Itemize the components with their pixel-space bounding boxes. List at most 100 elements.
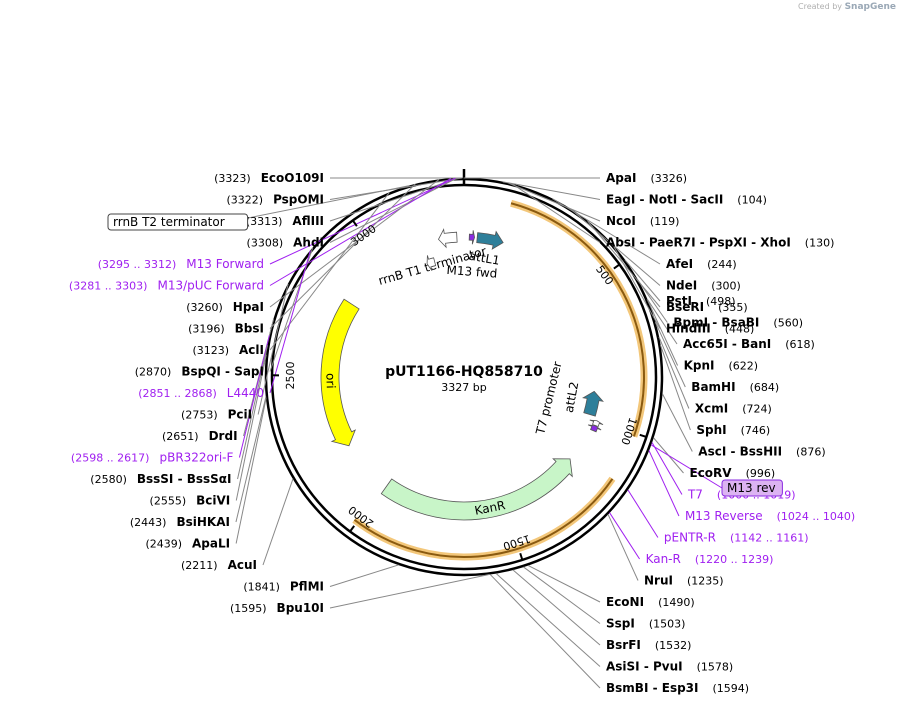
feature-orf-line [510, 202, 645, 437]
label-eagi: EagI - NotI - SacII [606, 193, 723, 207]
plasmid-size: 3327 bp [441, 381, 486, 394]
leader-line [508, 182, 601, 222]
label-sphi: SphI [696, 423, 726, 437]
label-sspi: SspI [606, 617, 635, 631]
label-bsssi: BssSI - BssSαI [137, 472, 232, 486]
tick-mark [352, 219, 358, 227]
pos-bseri: (355) [718, 301, 748, 314]
label-bsihkai: BsiHKAI [176, 515, 230, 529]
leader-line [523, 566, 601, 624]
leader-line [235, 354, 267, 501]
pos-pbr322ori-f: (2598 .. 2617) [71, 452, 150, 465]
feature-attl2 [582, 390, 604, 417]
leader-line [238, 335, 270, 458]
pos-acc65i: (618) [785, 338, 815, 351]
pos-kan-r: (1220 .. 1239) [695, 553, 774, 566]
pos-bsmbi: (1594) [712, 682, 749, 695]
pos-hindiii: (448) [725, 323, 755, 336]
feature-kan-span-line [353, 478, 614, 558]
label-absi: AbsI - PaeR7I - PspXI - XhoI [606, 236, 791, 250]
leader-line [235, 397, 267, 544]
label-ahdi: AhdI [293, 236, 324, 250]
label-hindiii: HindIII [666, 322, 711, 336]
leader-line [269, 179, 440, 308]
label-m13-reverse: M13 Reverse [685, 509, 763, 523]
pos-ecorv: (996) [746, 467, 776, 480]
label-bsmbi: BsmBI - Esp3I [606, 681, 698, 695]
pos-absi: (130) [805, 237, 835, 250]
leader-line [227, 185, 410, 223]
pos-econi: (1490) [658, 596, 695, 609]
pos-bpmi: (560) [773, 317, 803, 330]
feature-m13-rev-feat [587, 424, 602, 433]
leader-line [646, 298, 678, 345]
leader-line [502, 181, 601, 200]
leader-line [269, 183, 416, 329]
pos-bspqi: (2870) [135, 366, 172, 379]
leader-line [329, 564, 399, 587]
tick-mark [613, 263, 621, 270]
pos-pentr-r: (1142 .. 1161) [730, 532, 809, 545]
plasmid-name: pUT1166-HQ858710 [385, 364, 543, 380]
pos-bcivi: (2555) [150, 495, 187, 508]
leader-line [658, 336, 690, 409]
tick-label: 2500 [284, 361, 297, 389]
pos-sspi: (1503) [649, 618, 686, 631]
pos-hpai: (3260) [186, 301, 223, 314]
label-t7: T7 [687, 488, 703, 502]
label-xcmi: XcmI [695, 402, 728, 416]
leader-line [329, 573, 490, 609]
label-pcii: PciI [228, 408, 253, 422]
label-afei: AfeI [666, 257, 693, 271]
pos-bpu10i: (1595) [230, 602, 267, 615]
pos-l4440: (2851 .. 2868) [138, 387, 217, 400]
pos-kpni: (622) [728, 360, 758, 373]
leader-line [495, 573, 601, 667]
leader-line [650, 444, 723, 489]
tick-mark [349, 525, 355, 533]
label-m13-forward: M13 Forward [186, 257, 264, 271]
pos-pcii: (2753) [181, 409, 218, 422]
label-pflmi: PflMI [290, 580, 324, 594]
pos-aflIII: (3313) [246, 215, 283, 228]
tick-mark [639, 433, 647, 438]
pos-m13-reverse: (1024 .. 1040) [777, 510, 856, 523]
leader-line [257, 283, 289, 415]
pos-ndei: (300) [711, 280, 741, 293]
feature-ori [320, 298, 360, 447]
leader-line [654, 321, 686, 388]
leader-line [624, 259, 661, 302]
pos-acui: (2211) [181, 559, 218, 572]
leader-line [552, 198, 661, 265]
label-bpu10i: Bpu10I [277, 601, 324, 615]
leader-line [527, 564, 601, 603]
tick-label: 1000 [618, 416, 639, 447]
feature-m13-fwd [468, 230, 475, 245]
leader-line [235, 396, 267, 523]
label-acui: AcuI [228, 558, 257, 572]
leader-line [269, 192, 390, 351]
leader-line [647, 300, 679, 366]
label-nrui: NruI [644, 574, 673, 588]
label-bamhi: BamHI [691, 380, 735, 394]
label-m13-puc-forward: M13/pUC Forward [157, 279, 264, 293]
feature-label-attl2: attL2 [562, 381, 581, 414]
box-rrnb-t2-terminator [107, 213, 249, 231]
leader-line [329, 177, 459, 222]
feature-rrnb-t2 [426, 255, 437, 271]
leader-line [648, 450, 680, 517]
label-drdi: DrdI [209, 429, 238, 443]
leader-line [237, 345, 269, 480]
pos-asci: (876) [796, 446, 826, 459]
label-bsrfi: BsrFI [606, 638, 641, 652]
label-l4440: L4440 [227, 386, 264, 400]
feature-label-ori: ori [323, 373, 337, 389]
feature-label-attl1: attL1 [468, 249, 501, 268]
box-label-m13-rev: M13 rev [727, 481, 776, 495]
leader-line [609, 512, 640, 560]
label-ndei: NdeI [666, 279, 697, 293]
pos-ncoi: (119) [650, 215, 680, 228]
box-label-rrnb-t2-terminator: rrnB T2 terminator [113, 215, 225, 229]
leader-line [269, 178, 452, 286]
